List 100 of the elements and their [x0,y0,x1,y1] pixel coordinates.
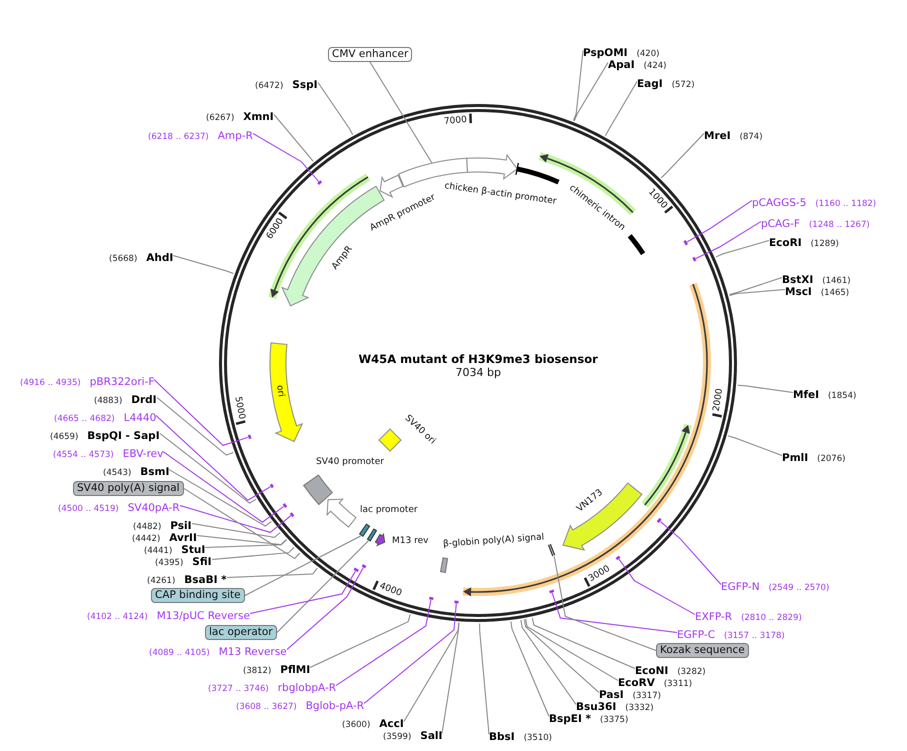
leader-line [554,556,656,651]
leader-line [618,558,696,615]
primer-name: rbglobpA-R [278,682,336,694]
leader-line [604,81,638,136]
primer-name: Bglob-pA-R [306,700,364,712]
feature-label: β-globin poly(A) signal [442,532,544,550]
leader-line [244,536,362,596]
feature-tag: SV40 poly(A) signal [73,480,184,496]
primer-range: (6218 .. 6237) [148,130,209,142]
primer-mark [352,566,361,573]
cut-position: (3332) [625,702,654,714]
cut-position: (6472) [255,80,284,92]
primer-mark [427,596,436,601]
leader-line [204,539,288,548]
leader-line [404,622,460,722]
primer-name: SV40pA-R [128,502,180,514]
leader-line [574,62,608,122]
leader-line [192,523,281,538]
cut-position: (4395) [155,556,184,568]
leader-line [156,415,271,501]
cut-position: (3317) [632,690,661,702]
cut-position: (1289) [810,238,839,250]
leader-line [180,505,292,533]
leader-line [525,618,618,681]
cut-position: (4482) [133,520,162,532]
primer-name: EXFP-R [695,610,732,622]
leader-line [154,379,249,446]
map-title: W45A mutant of H3K9me3 biosensor [358,352,598,366]
feature-tag: CMV enhancer [328,46,412,62]
feature-tag: CAP binding site [151,588,245,602]
primer-range: (3727 .. 3746) [208,682,269,694]
sequence-length: 7034 bp [456,366,501,379]
primer-mark [655,516,663,524]
feature-label: lac promoter [360,505,418,515]
primer-range: (3157 .. 3178) [724,630,785,642]
primer-mark [682,238,689,247]
primer-mark [288,511,296,519]
enzyme-name: BspEI * [549,712,591,724]
enzyme-name: AhdI [146,252,174,264]
leader-line [310,614,411,668]
enzyme-name: BspQI - SapI [87,430,160,442]
cut-position: (420) [636,48,660,60]
leader-line [573,50,584,122]
leader-line [274,114,314,162]
leader-line [715,240,770,258]
leader-line [552,592,678,633]
leader-line [212,546,294,560]
cut-position: (4659) [50,430,78,442]
enzyme-name: BbsI [489,730,515,742]
operator-mark [366,528,378,542]
leader-line [364,603,457,704]
primer-name: EBV-rev [122,448,164,460]
promoter-feature [443,154,557,207]
enzyme-name: Bsu36I [576,700,616,712]
cut-position: (3599) [383,730,412,742]
enzyme-name: MfeI [793,388,820,400]
tick-label: 7000 [444,114,468,128]
primer-range: (1248 .. 1267) [808,218,870,230]
leader-line [196,535,287,546]
cut-position: (4441) [144,544,172,556]
promoter-feature [368,174,437,234]
primer-name: Amp-R [218,130,253,142]
enzyme-name: ApaI [608,58,635,70]
leader-line [250,570,356,614]
enzyme-name: BstXI [782,274,814,286]
signal-block [439,532,544,574]
leader-line [226,568,318,578]
leader-line [286,567,364,650]
promoter-feature [326,498,418,529]
leader-line [524,618,600,693]
primer-mark [360,563,368,569]
primer-mark [316,179,324,186]
leader-line [168,469,272,527]
enzyme-name: SfiI [192,556,212,568]
leader-line [318,82,354,136]
cut-position: (5668) [109,252,138,264]
primer-range: (4554 .. 4573) [53,448,114,460]
leader-line [479,623,490,735]
cut-position: (3510) [524,732,552,744]
leader-line [252,133,320,182]
enzyme-name: EcoRV [618,676,655,688]
enzyme-name: PflMI [280,664,310,676]
enzyme-name: PasI [599,688,624,700]
primer-range: (3608 .. 3627) [236,700,297,712]
enzyme-name: PspOMI [583,46,628,58]
leader-line [532,617,636,669]
enzyme-name: EcoNI [635,664,668,676]
primer-name: L4440 [124,412,156,424]
primer-name: pCAGGS-5 [752,196,806,208]
leader-line [729,289,786,296]
enzyme-name: XmnI [243,110,274,122]
leader-line [510,620,550,717]
feature-tag: Kozak sequence [656,642,749,658]
leader-line [184,488,300,560]
binding-site-mark [358,523,371,538]
feature-label: M13 rev [392,536,428,546]
enzyme-name: EcoRI [769,236,802,248]
enzyme-name: PmlI [782,452,808,464]
primer-range: (4102 .. 4124) [87,610,148,622]
primer-name: M13 Reverse [218,646,287,658]
